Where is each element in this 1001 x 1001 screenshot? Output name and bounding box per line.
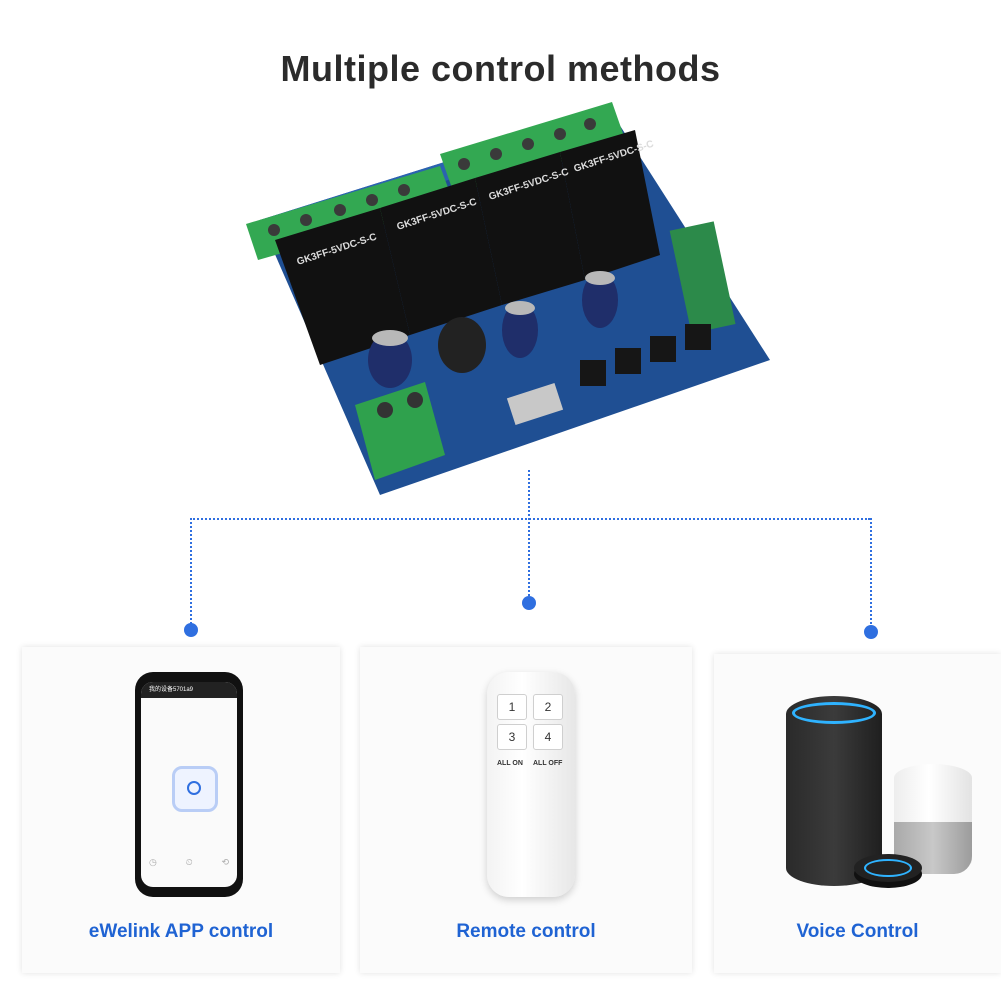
connector-node-right <box>864 625 878 639</box>
card-remote-control: 1 2 3 4 ALL ON ALL OFF Remote control <box>360 647 692 973</box>
smart-speaker-image <box>786 696 882 886</box>
connector-line-right <box>870 518 872 628</box>
remote-all-on: ALL ON <box>497 760 523 767</box>
remote-key-2: 2 <box>533 694 563 720</box>
card-voice-control: Voice Control <box>714 654 1001 973</box>
card-label-remote: Remote control <box>456 921 596 942</box>
phone-screen-title: 我的设备5701a9 <box>141 682 237 698</box>
remote-all-off: ALL OFF <box>533 760 563 767</box>
card-label-app: eWelink APP control <box>88 921 274 942</box>
card-label-voice: Voice Control <box>796 921 919 942</box>
mini-speaker-image <box>854 854 922 882</box>
remote-key-4: 4 <box>533 724 563 750</box>
remote-image: 1 2 3 4 ALL ON ALL OFF <box>487 672 575 897</box>
power-button-icon <box>172 766 218 812</box>
connector-node-center <box>522 596 536 610</box>
remote-key-3: 3 <box>497 724 527 750</box>
clock-icon: ◷ <box>149 857 157 867</box>
relay-board-image: GK3FF-5VDC-S-C GK3FF-5VDC-S-C GK3FF-5VDC… <box>246 102 770 495</box>
connector-line-left <box>190 518 192 628</box>
connector-line-horizontal <box>190 518 870 520</box>
card-app-control: 我的设备5701a9 ◷ ⏲ ⟲ eWelink APP control <box>22 647 340 973</box>
refresh-icon: ⟲ <box>221 857 229 867</box>
page-title: Multiple control methods <box>280 48 721 89</box>
connector-line-main <box>528 470 530 600</box>
remote-buttons: 1 2 3 4 ALL ON ALL OFF <box>497 694 565 776</box>
phone-image: 我的设备5701a9 ◷ ⏲ ⟲ <box>135 672 243 897</box>
connector-node-left <box>184 623 198 637</box>
phone-bottom-icons: ◷ ⏲ ⟲ <box>149 857 229 875</box>
phone-screen: 我的设备5701a9 ◷ ⏲ ⟲ <box>141 682 237 887</box>
speaker-light-ring <box>792 702 876 724</box>
timer-icon: ⏲ <box>185 857 193 867</box>
remote-key-1: 1 <box>497 694 527 720</box>
